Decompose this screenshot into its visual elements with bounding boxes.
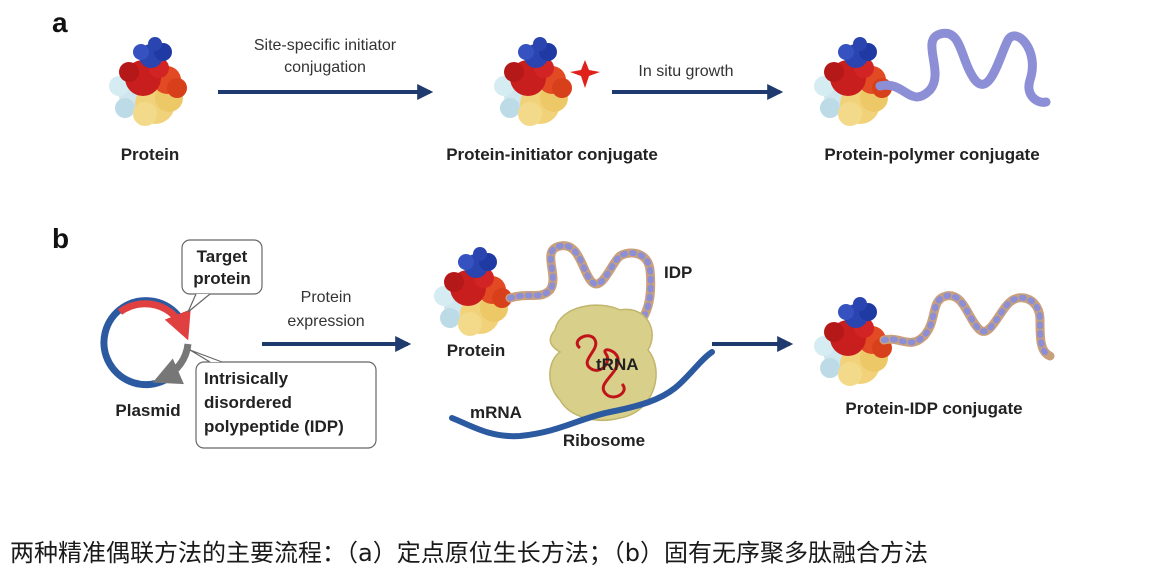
idp-label: IDP: [664, 263, 692, 282]
target-protein-line1: Target: [197, 247, 248, 266]
idp-conjugate-bead-overlay: [881, 292, 1053, 359]
target-protein-line2: protein: [193, 269, 251, 288]
step1-label-line1: Site-specific initiator: [254, 37, 397, 54]
protein-structure-b1: [434, 247, 512, 336]
polymer-conjugate-label: Protein-polymer conjugate: [824, 145, 1039, 164]
step1-label-line2: conjugation: [284, 59, 366, 76]
plasmid-target-segment: [117, 300, 191, 341]
expression-label-line2: expression: [287, 313, 364, 330]
mrna-label: mRNA: [470, 403, 522, 422]
expression-label-line1: Protein: [301, 289, 352, 306]
protein-structure-a2: [494, 37, 572, 126]
ribosome-label: Ribosome: [563, 431, 645, 450]
idp-conjugate-label: Protein-IDP conjugate: [845, 399, 1022, 418]
initiator-star-icon: [570, 60, 600, 88]
idp-bead-overlay: [507, 242, 654, 325]
protein-label-b: Protein: [447, 341, 506, 360]
figure-diagram: a Protein Site-specific initiator conjug…: [52, 7, 1055, 450]
protein-label-a: Protein: [121, 145, 180, 164]
trna-label: tRNA: [596, 355, 639, 374]
plasmid-idp-segment: [152, 343, 192, 385]
trna-strand: [575, 334, 626, 399]
mrna-strand: [449, 349, 715, 440]
target-callout-pointer: [187, 293, 211, 313]
polymer-chain: [875, 28, 1051, 107]
idp-callout-pointer: [189, 349, 223, 363]
protein-structure-a1: [109, 37, 187, 126]
panel-b-letter: b: [52, 223, 69, 254]
panel-a-letter: a: [52, 7, 68, 38]
step2-label: In situ growth: [638, 63, 733, 80]
idp-callout-line2: disordered: [204, 393, 292, 412]
initiator-conjugate-label: Protein-initiator conjugate: [446, 145, 658, 164]
target-protein-callout: [181, 239, 263, 295]
plasmid-label: Plasmid: [115, 401, 180, 420]
idp-callout-line3: polypeptide (IDP): [204, 417, 344, 436]
ribosome-shape: [549, 304, 657, 421]
idp-callout-line1: Intrisically: [204, 369, 289, 388]
idp-callout: [195, 361, 377, 449]
idp-conjugate-chain: [879, 291, 1055, 361]
figure-caption: 两种精准偶联方法的主要流程：（a）定点原位生长方法；（b）固有无序聚多肽融合方法: [10, 539, 928, 567]
